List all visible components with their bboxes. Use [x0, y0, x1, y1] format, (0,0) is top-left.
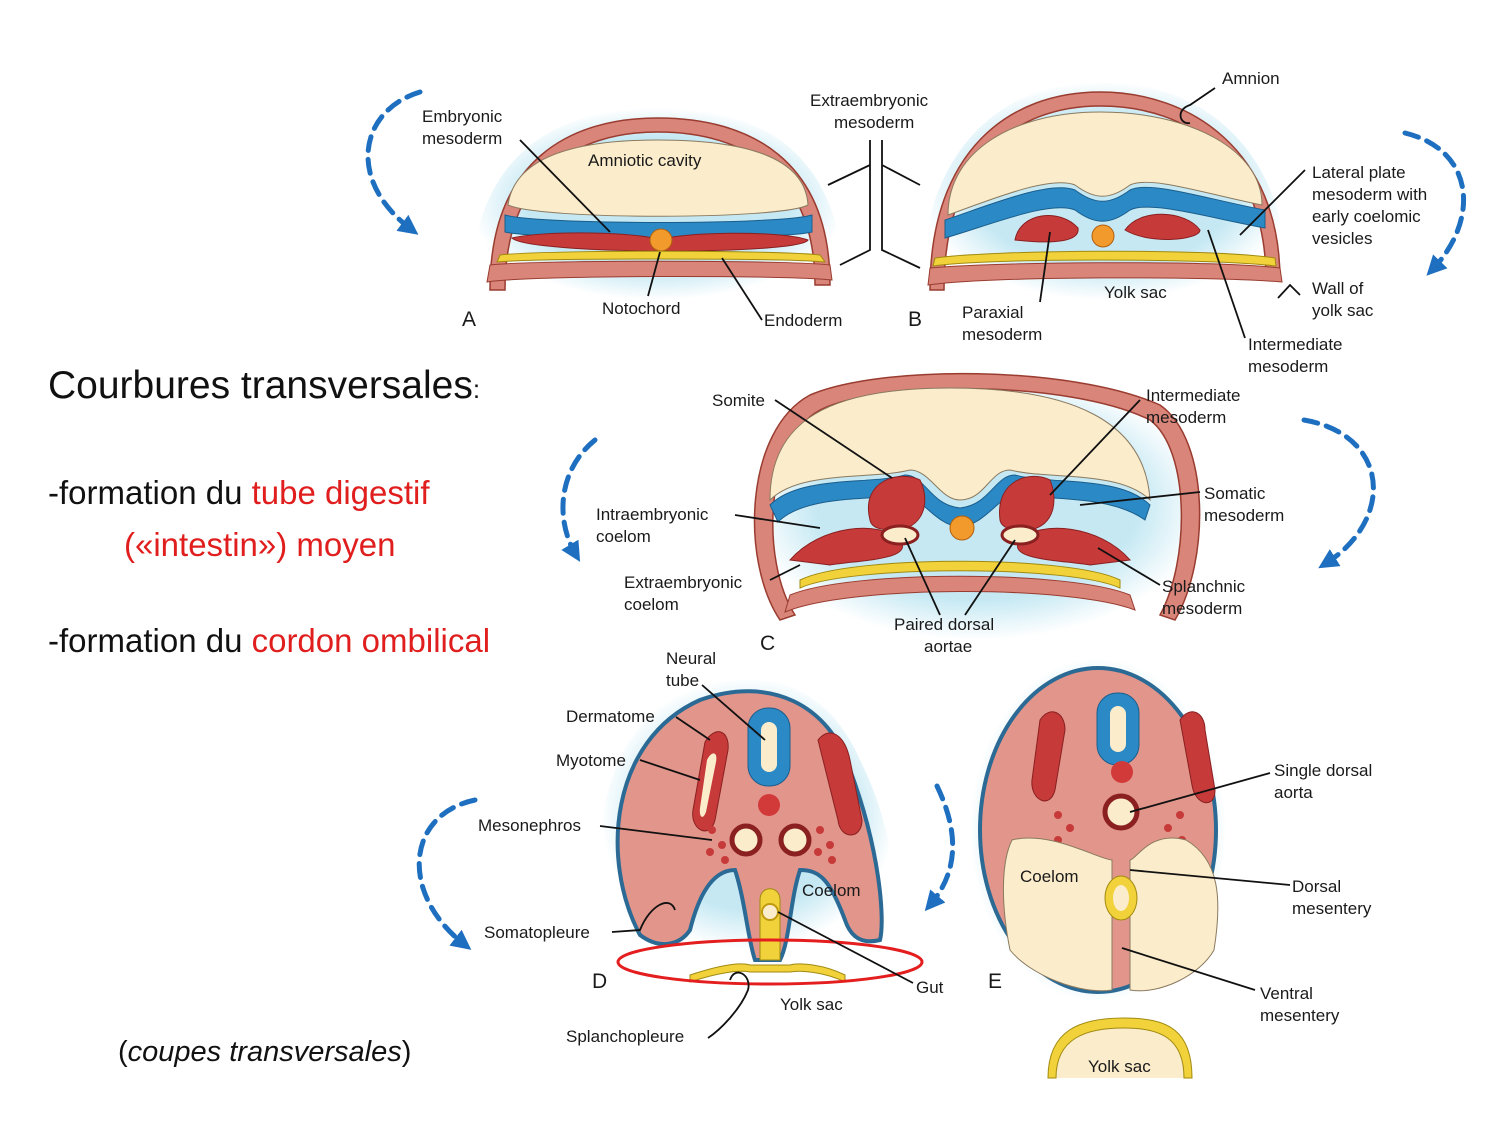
label-line: tube [666, 671, 699, 690]
label-lateral-plate: Lateral plate [1312, 163, 1406, 182]
slide-title: Courbures transversales: [48, 364, 480, 408]
label-intraembryonic-coelom: Intraembryonic [596, 505, 709, 524]
bullet-umbilical-cord: -formation du cordon ombilical [48, 622, 490, 660]
panel-letter-c: C [760, 632, 775, 655]
caption-sections: (coupes transversales) [118, 1036, 411, 1069]
curvature-arrows [365, 89, 1466, 950]
label-line: mesoderm [422, 129, 502, 148]
bullet1-highlight: tube digestif [251, 474, 430, 511]
label-yolk-sac-b: Yolk sac [1104, 283, 1167, 302]
label-neural-tube: Neural [666, 649, 716, 668]
caption-close-paren: ) [401, 1036, 412, 1068]
label-line: coelom [624, 595, 679, 614]
label-line: mesoderm [834, 113, 914, 132]
label-amnion: Amnion [1222, 69, 1280, 88]
panel-b-illustration [920, 82, 1290, 300]
label-line: mesoderm [1162, 599, 1242, 618]
bullet-digestive-tube-line2: («intestin») moyen [124, 526, 396, 563]
diagram-labels: Embryonic mesoderm Amniotic cavity Extra… [422, 69, 1427, 1076]
panel-e-illustration [970, 658, 1226, 1079]
label-yolk-sac-d: Yolk sac [780, 995, 843, 1014]
label-dermatome: Dermatome [566, 707, 655, 726]
label-line: mesoderm [962, 325, 1042, 344]
label-extraembryonic-coelom: Extraembryonic [624, 573, 743, 592]
label-intermediate-mesoderm-b: Intermediate [1248, 335, 1343, 354]
label-paired-dorsal-aortae: Paired dorsal [894, 615, 994, 634]
caption-open-paren: ( [118, 1036, 128, 1068]
bullet2-prefix: -formation du [48, 622, 252, 659]
panel-d-illustration [600, 678, 924, 986]
label-intermediate-mesoderm-c: Intermediate [1146, 386, 1241, 405]
label-coelom-d: Coelom [802, 881, 861, 900]
label-somatic-mesoderm: Somatic [1204, 484, 1266, 503]
label-line: coelom [596, 527, 651, 546]
label-mesonephros: Mesonephros [478, 816, 581, 835]
label-line: mesoderm with [1312, 185, 1427, 204]
curved-arrow-icon [924, 783, 956, 912]
panel-letter-b: B [908, 308, 922, 331]
panel-letter-a: A [462, 308, 476, 331]
label-line: aortae [924, 637, 972, 656]
caption-text: coupes transversales [127, 1036, 402, 1068]
label-line: mesoderm [1146, 408, 1226, 427]
label-line: mesentery [1260, 1006, 1340, 1025]
label-line: mesoderm [1204, 506, 1284, 525]
label-gut: Gut [916, 978, 944, 997]
label-yolk-sac-e: Yolk sac [1088, 1057, 1151, 1076]
label-extraembryonic-mesoderm: Extraembryonic [810, 91, 929, 110]
panel-a-illustration [470, 108, 845, 300]
label-wall-of-yolk-sac: Wall of [1312, 279, 1364, 298]
label-dorsal-mesentery: Dorsal [1292, 877, 1341, 896]
label-single-dorsal-aorta: Single dorsal [1274, 761, 1372, 780]
curved-arrow-icon [560, 437, 598, 562]
label-amniotic-cavity: Amniotic cavity [588, 151, 702, 170]
label-myotome: Myotome [556, 751, 626, 770]
curved-arrow-icon [416, 797, 478, 950]
bullet-digestive-tube: -formation du tube digestif [48, 474, 430, 512]
panel-letter-d: D [592, 970, 607, 993]
panel-letter-e: E [988, 970, 1002, 993]
label-endoderm: Endoderm [764, 311, 842, 330]
label-somite: Somite [712, 391, 765, 410]
label-line: early coelomic [1312, 207, 1421, 226]
label-line: mesoderm [1248, 357, 1328, 376]
bullet1-prefix: -formation du [48, 474, 252, 511]
curved-arrow-icon [1301, 417, 1376, 569]
panel-c-illustration [748, 371, 1207, 640]
label-line: aorta [1274, 783, 1313, 802]
slide-title-text: Courbures transversales [48, 364, 473, 407]
curved-arrow-icon [365, 89, 423, 235]
label-somatopleure: Somatopleure [484, 923, 590, 942]
curved-arrow-icon [1402, 130, 1466, 276]
bullet2-highlight: cordon ombilical [251, 622, 491, 659]
label-ventral-mesentery: Ventral [1260, 984, 1313, 1003]
slide-title-colon: : [472, 374, 481, 404]
label-coelom-e: Coelom [1020, 867, 1079, 886]
label-line: vesicles [1312, 229, 1372, 248]
label-line: yolk sac [1312, 301, 1374, 320]
label-splanchnic-mesoderm: Splanchnic [1162, 577, 1246, 596]
label-notochord: Notochord [602, 299, 680, 318]
label-embryonic-mesoderm: Embryonic [422, 107, 503, 126]
label-line: mesentery [1292, 899, 1372, 918]
label-splanchnopleure: Splanchopleure [566, 1027, 684, 1046]
leader-lines [519, 87, 1306, 1039]
label-paraxial-mesoderm: Paraxial [962, 303, 1023, 322]
